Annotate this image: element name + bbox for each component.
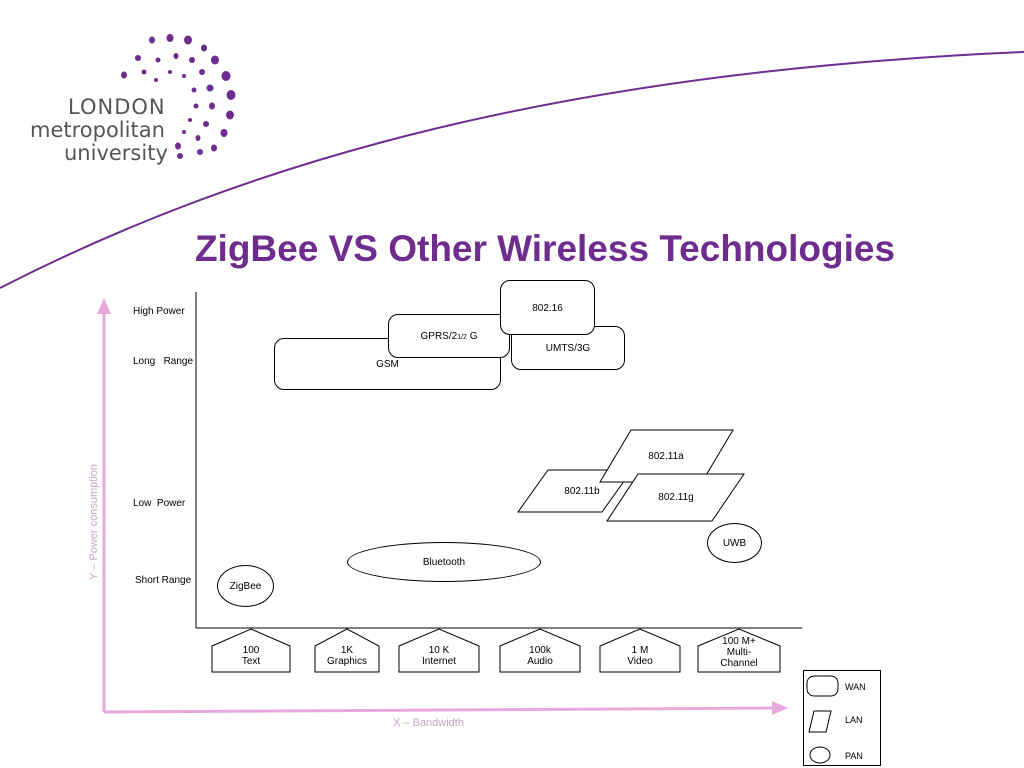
house-marker-4 — [499, 628, 581, 673]
x-category-100: 100 Text — [212, 645, 290, 667]
header-swoosh — [0, 51, 1024, 289]
house-marker-1 — [211, 628, 291, 673]
legend-wan-label: WAN — [845, 682, 866, 692]
x-category-100m-line3: Channel — [720, 658, 758, 669]
y-axis-title: Y – Power consumption — [88, 464, 100, 580]
legend-lan-icon — [808, 710, 832, 733]
x-category-100k-line2: Audio — [527, 656, 553, 667]
x-category-1k-line2: Graphics — [326, 656, 367, 667]
x-category-1k-line1: 1K — [340, 645, 354, 656]
legend-lan-label: LAN — [845, 715, 863, 725]
x-category-1m: 1 M Video — [600, 645, 680, 667]
gprs-suffix: G — [466, 330, 478, 342]
house-marker-2 — [314, 628, 380, 673]
legend: WAN LAN PAN — [803, 670, 881, 766]
node-80211g-label: 802.11g — [658, 492, 694, 503]
x-category-100-line1: 100 — [242, 645, 260, 656]
node-gsm-label: GSM — [376, 358, 399, 370]
x-category-100k-line1: 100k — [529, 645, 551, 656]
node-umts-label: UMTS/3G — [545, 342, 591, 354]
logo-dots-icon — [121, 34, 236, 159]
node-zigbee-label: ZigBee — [229, 580, 262, 592]
node-uwb: UWB — [707, 523, 762, 563]
x-axis-arrowhead — [772, 701, 788, 715]
logo-line-metropolitan: metropolitan — [30, 118, 165, 142]
node-80216-label: 802.16 — [532, 303, 563, 314]
page-title: ZigBee VS Other Wireless Technologies — [194, 228, 896, 269]
node-uwb-label: UWB — [722, 537, 747, 549]
node-zigbee: ZigBee — [217, 565, 274, 607]
node-80211b-label: 802.11b — [564, 486, 600, 497]
y-axis-arrowhead — [97, 298, 111, 314]
gprs-fraction: 1/2 — [457, 333, 467, 341]
x-category-100m: 100 M+ Multi- Channel — [698, 636, 780, 669]
shape-80211g — [606, 473, 745, 522]
node-80211a-label: 802.11a — [648, 451, 684, 462]
node-gprs-label: GPRS/21/2 G — [421, 331, 478, 342]
x-category-1k: 1K Graphics — [315, 645, 379, 667]
y-label-long-range: Long Range — [133, 356, 194, 367]
y-label-short-range: Short Range — [135, 575, 192, 586]
house-marker-5 — [599, 628, 681, 673]
y-label-low-power: Low Power — [133, 498, 186, 509]
x-category-10k-line2: Internet — [422, 656, 456, 667]
x-category-100m-line1: 100 M+ — [722, 636, 756, 647]
x-category-1m-line2: Video — [627, 656, 653, 667]
x-category-100-line2: Text — [241, 656, 261, 667]
x-category-1m-line1: 1 M — [631, 645, 649, 656]
logo-line-university: university — [64, 141, 168, 165]
x-axis-arrow — [103, 706, 779, 714]
x-category-10k-line1: 10 K — [428, 645, 450, 656]
x-category-10k: 10 K Internet — [399, 645, 479, 667]
x-category-100k: 100k Audio — [500, 645, 580, 667]
node-bluetooth-label: Bluetooth — [422, 556, 466, 568]
legend-wan-icon — [806, 675, 839, 697]
legend-shapes — [806, 675, 839, 764]
legend-pan-icon — [809, 746, 831, 764]
y-label-high-power: High Power — [133, 306, 185, 317]
node-bluetooth: Bluetooth — [347, 542, 541, 582]
legend-pan-label: PAN — [845, 751, 863, 761]
bandwidth-markers — [211, 628, 781, 673]
node-80216: 802.16 — [500, 280, 595, 335]
house-marker-3 — [398, 628, 480, 673]
logo-line-london: LONDON — [68, 95, 166, 119]
node-gprs: GPRS/21/2 G — [388, 314, 510, 358]
x-category-100m-line2: Multi- — [726, 647, 752, 658]
house-marker-6 — [697, 628, 781, 673]
gprs-text: GPRS/2 — [420, 330, 458, 342]
x-axis-title: X – Bandwidth — [393, 717, 464, 729]
